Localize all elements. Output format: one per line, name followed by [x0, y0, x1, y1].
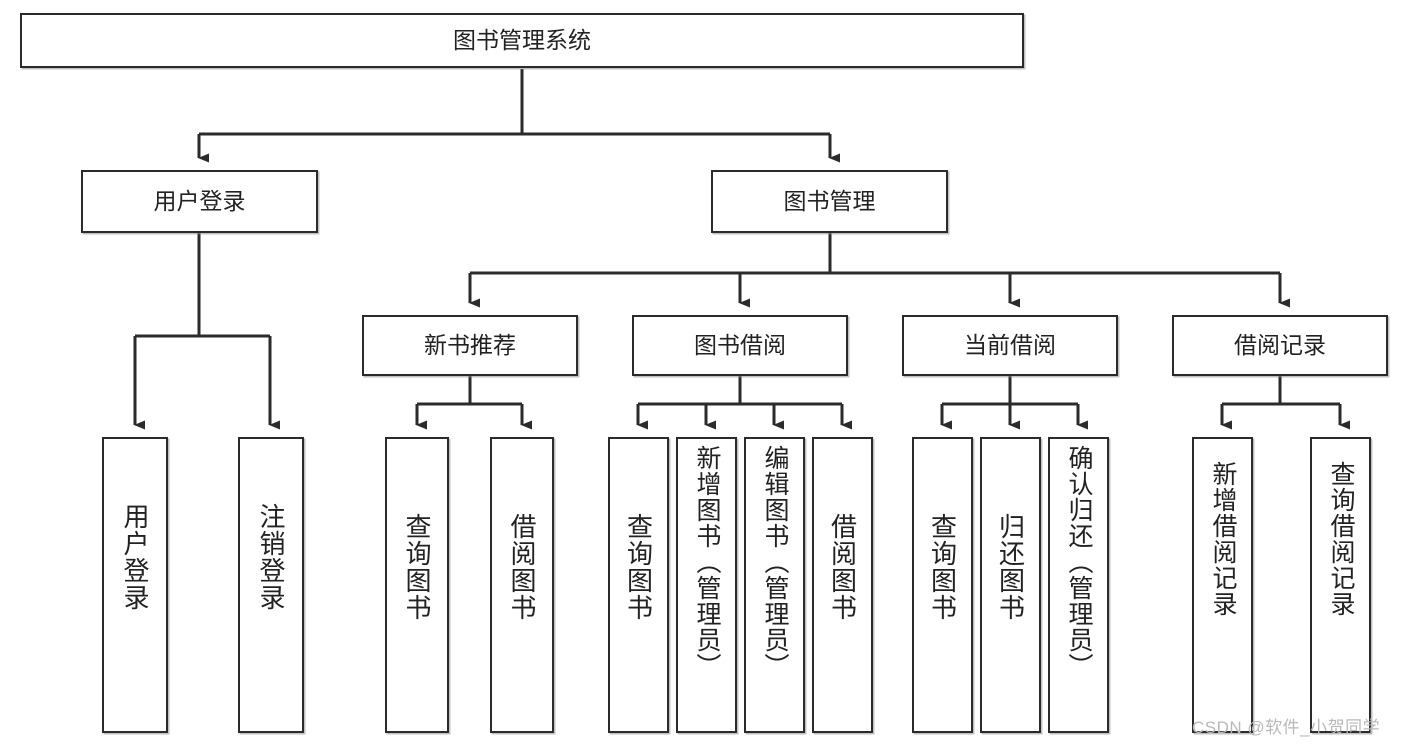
leaf-borrow-book[interactable]: 借阅图书	[812, 437, 873, 733]
leaf-query-borrowing-record[interactable]: 查询借阅记录	[1310, 437, 1371, 733]
leaf-query-book-current[interactable]: 查询图书	[912, 437, 973, 733]
leaf-return-book[interactable]: 归还图书	[980, 437, 1041, 733]
node-label: 归还图书	[995, 513, 1026, 621]
node-label: 当前借阅	[964, 331, 1056, 358]
node-book-management[interactable]: 图书管理	[711, 170, 948, 233]
node-label: 图书管理	[783, 187, 876, 214]
node-label: 新增借阅记录	[1209, 461, 1237, 617]
node-label: 图书管理系统	[453, 26, 591, 53]
node-borrowing-record[interactable]: 借阅记录	[1172, 315, 1388, 376]
node-label: 新增图书（管理员）	[693, 445, 721, 679]
node-label: 查询借阅记录	[1327, 461, 1355, 617]
leaf-user-logout[interactable]: 注销登录	[238, 437, 304, 733]
node-label: 图书借阅	[694, 331, 786, 358]
leaf-user-login[interactable]: 用户登录	[102, 437, 168, 733]
node-label: 借阅图书	[827, 513, 858, 621]
leaf-borrow-book-new-rec[interactable]: 借阅图书	[490, 437, 554, 733]
leaf-edit-book-admin[interactable]: 编辑图书（管理员）	[744, 437, 805, 733]
node-label: 编辑图书（管理员）	[761, 445, 789, 679]
node-root-book-management-system[interactable]: 图书管理系统	[20, 13, 1024, 68]
node-current-borrowing[interactable]: 当前借阅	[902, 315, 1118, 376]
node-book-borrowing[interactable]: 图书借阅	[632, 315, 848, 376]
node-new-book-recommendation[interactable]: 新书推荐	[362, 315, 578, 376]
node-label: 注销登录	[256, 503, 286, 611]
node-label: 新书推荐	[424, 331, 516, 358]
node-label: 查询图书	[927, 513, 958, 621]
leaf-add-book-admin[interactable]: 新增图书（管理员）	[676, 437, 737, 733]
leaf-confirm-return-admin[interactable]: 确认归还（管理员）	[1048, 437, 1109, 733]
node-user-login[interactable]: 用户登录	[81, 170, 318, 233]
leaf-query-book-new-rec[interactable]: 查询图书	[385, 437, 449, 733]
leaf-add-borrowing-record[interactable]: 新增借阅记录	[1192, 437, 1253, 733]
leaf-query-book-borrow[interactable]: 查询图书	[608, 437, 669, 733]
node-label: 查询图书	[402, 513, 432, 621]
node-label: 确认归还（管理员）	[1065, 445, 1093, 679]
node-label: 借阅图书	[507, 513, 537, 621]
node-label: 借阅记录	[1234, 331, 1326, 358]
node-label: 用户登录	[120, 503, 150, 611]
node-label: 查询图书	[623, 513, 654, 621]
node-label: 用户登录	[153, 187, 246, 214]
